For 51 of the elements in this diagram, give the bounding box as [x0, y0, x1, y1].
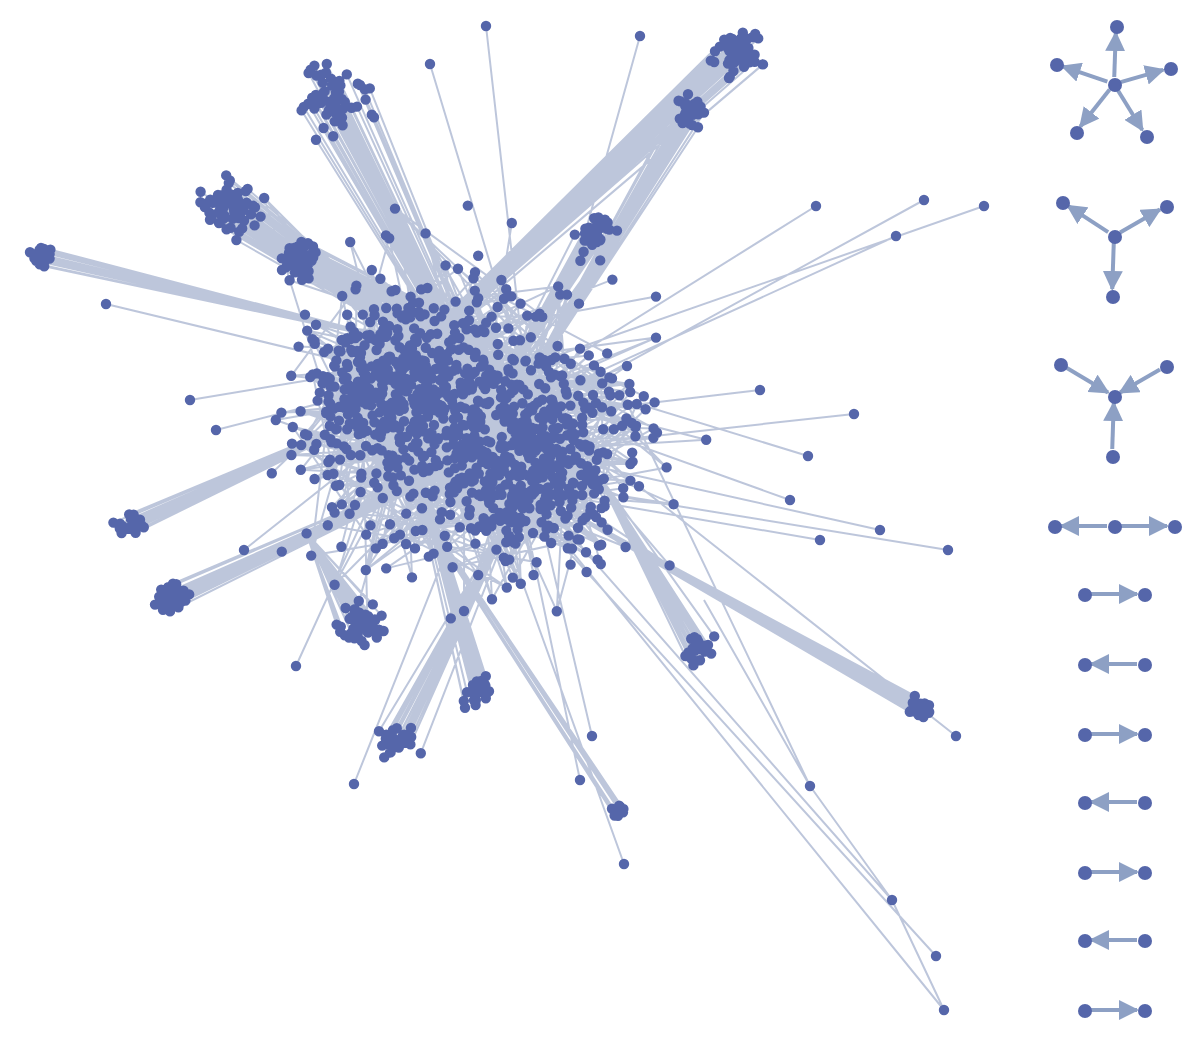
arrow: [1119, 207, 1162, 235]
graph-vertex: [1077, 865, 1091, 879]
arrow: [1091, 584, 1139, 604]
arrow: [1091, 862, 1139, 882]
graph-vertex: [1167, 519, 1181, 533]
arrow: [1091, 1000, 1139, 1020]
graph-vertex: [1107, 519, 1121, 533]
graph-vertex: [1047, 519, 1061, 533]
arrow: [1091, 724, 1139, 744]
arrow: [1089, 654, 1137, 674]
graph-vertex: [1137, 933, 1151, 947]
graph-vertex: [1137, 657, 1151, 671]
graph-vertex: [1137, 587, 1151, 601]
arrow: [1060, 62, 1109, 84]
arrow: [1121, 516, 1169, 536]
arrow: [1102, 242, 1123, 291]
arrow: [1066, 204, 1110, 234]
graph-vertex: [1069, 125, 1083, 139]
arrow: [1105, 31, 1126, 78]
graph-vertex: [1137, 1003, 1151, 1017]
graph-vertex: [1077, 587, 1091, 601]
graph-vertex: [1055, 195, 1069, 209]
graph-vertex: [1077, 657, 1091, 671]
graph-vertex: [1137, 865, 1151, 879]
graph-vertex: [1137, 727, 1151, 741]
graph-vertex: [1053, 357, 1067, 371]
arrow: [1115, 88, 1145, 132]
graph-vertex: [1049, 57, 1063, 71]
graph-vertex: [1107, 389, 1121, 403]
graph-vertex: [1139, 129, 1153, 143]
graph-vertex: [1159, 359, 1173, 373]
arrow: [1089, 930, 1137, 950]
arrow: [1078, 88, 1112, 129]
graph-vertex: [1105, 289, 1119, 303]
graph-vertex: [1137, 795, 1151, 809]
arrow: [1059, 516, 1107, 536]
graph-vertex: [1109, 19, 1123, 33]
graph-vertex: [1077, 727, 1091, 741]
graph-vertex: [1077, 795, 1091, 809]
graph-vertex: [1107, 77, 1121, 91]
arrow: [1089, 792, 1137, 812]
graph-vertex: [1159, 199, 1173, 213]
arrow: [1065, 365, 1110, 395]
arrow: [1120, 65, 1166, 85]
graph-vertex: [1105, 449, 1119, 463]
graph-vertex: [1077, 933, 1091, 947]
arrow: [1103, 401, 1124, 450]
arrow: [1118, 367, 1161, 395]
graph-vertex: [1107, 229, 1121, 243]
graph-vertex: [1163, 61, 1177, 75]
graph-vertex: [1077, 1003, 1091, 1017]
